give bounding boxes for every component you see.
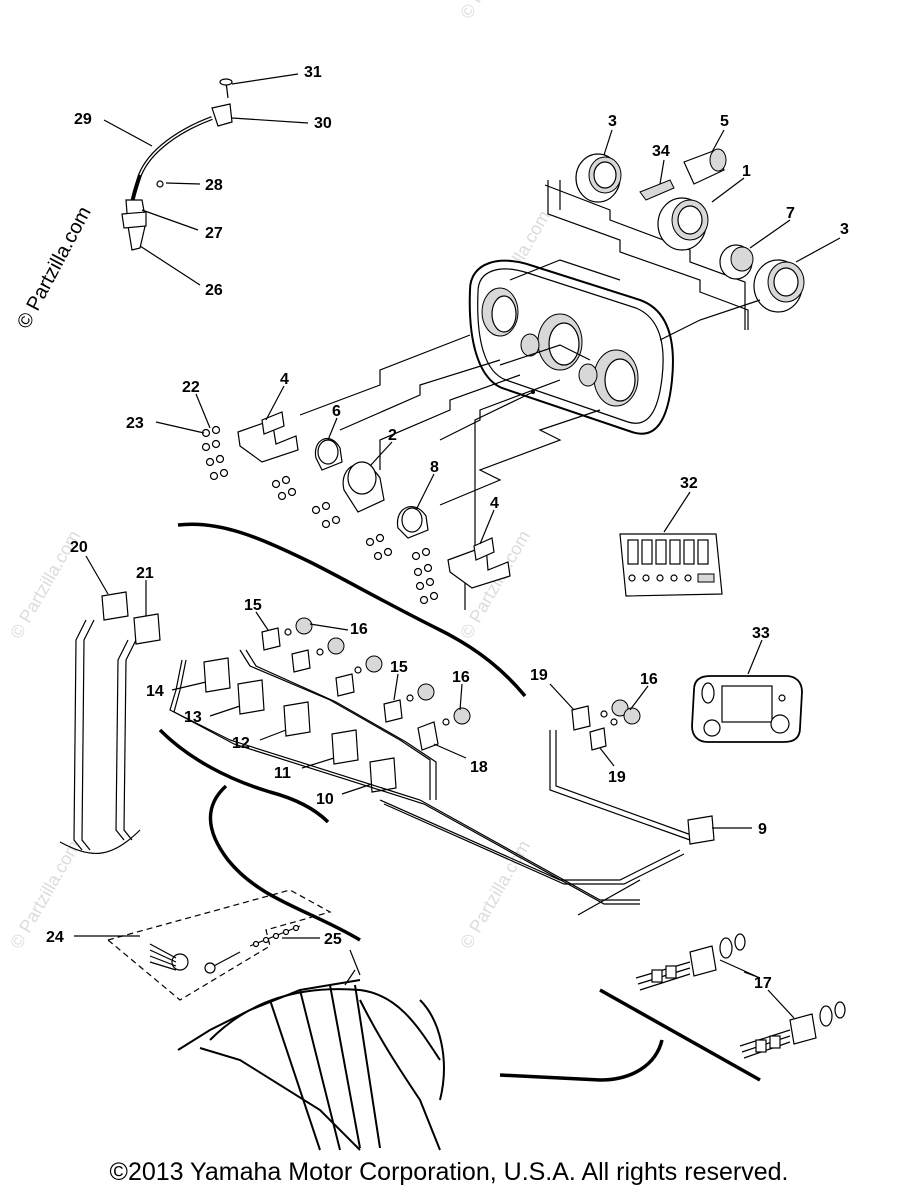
callout-28: 28 (205, 177, 223, 194)
callout-2: 2 (388, 427, 397, 444)
callout-11: 11 (274, 765, 291, 782)
leader-lines (74, 73, 841, 1019)
watermark-text: © Partzilla.com (456, 0, 534, 22)
callout-30: 30 (314, 115, 332, 132)
callout-4-left: 4 (280, 371, 289, 388)
callout-34: 34 (652, 143, 670, 160)
callout-5: 5 (720, 113, 729, 130)
callout-20: 20 (70, 539, 88, 556)
callout-26: 26 (205, 282, 223, 299)
callout-9: 9 (758, 821, 767, 838)
hull-outline (177, 949, 445, 1151)
nuts-washers (201, 425, 439, 605)
copyright-notice: ©2013 Yamaha Motor Corporation, U.S.A. A… (109, 1158, 789, 1186)
callout-29: 29 (74, 111, 92, 128)
switch-panel (619, 533, 723, 597)
callout-12: 12 (232, 735, 250, 752)
callout-7: 7 (786, 205, 795, 222)
callout-4-right: 4 (490, 495, 499, 512)
callout-32: 32 (680, 475, 698, 492)
callout-16-middle: 16 (452, 669, 470, 686)
gauge-cluster (544, 148, 805, 330)
mounting-brackets (237, 411, 511, 589)
watermark-text: © Partzilla.com (456, 837, 534, 952)
callout-16-right: 16 (640, 671, 658, 688)
callout-6: 6 (332, 403, 341, 420)
switch-kit (106, 889, 332, 1001)
callout-15-upper: 15 (244, 597, 262, 614)
wiring-harness (59, 522, 761, 1082)
callout-31: 31 (304, 64, 322, 81)
switch-assembly (635, 933, 846, 1059)
callout-33: 33 (752, 625, 770, 642)
callout-19-upper: 19 (530, 667, 548, 684)
dash-panel (468, 259, 674, 435)
callout-17: 17 (754, 975, 772, 992)
callout-19-lower: 19 (608, 769, 626, 786)
explode-lines (299, 259, 761, 610)
throttle-cable-assembly (121, 78, 233, 251)
callout-23: 23 (126, 415, 144, 432)
callout-15-lower: 15 (390, 659, 408, 676)
callout-24: 24 (46, 929, 64, 946)
callout-8: 8 (430, 459, 439, 476)
callout-1: 1 (742, 163, 751, 180)
callout-16-upper: 16 (350, 621, 368, 638)
watermarks: © Partzilla.com © Partzilla.com © Partzi… (6, 0, 554, 952)
callout-3-right: 3 (840, 221, 849, 238)
callout-22: 22 (182, 379, 200, 396)
callout-18: 18 (470, 759, 488, 776)
callout-13: 13 (184, 709, 202, 726)
callout-labels: 31 30 29 28 27 26 3 5 34 1 7 3 22 4 23 6… (46, 64, 849, 992)
callout-3-upper: 3 (608, 113, 617, 130)
callout-10: 10 (316, 791, 334, 808)
watermark-side-text: © Partzilla.com (13, 203, 96, 332)
lcd-display (691, 675, 803, 743)
callout-21: 21 (136, 565, 154, 582)
callout-14: 14 (146, 683, 164, 700)
callout-27: 27 (205, 225, 223, 242)
callout-25: 25 (324, 931, 342, 948)
